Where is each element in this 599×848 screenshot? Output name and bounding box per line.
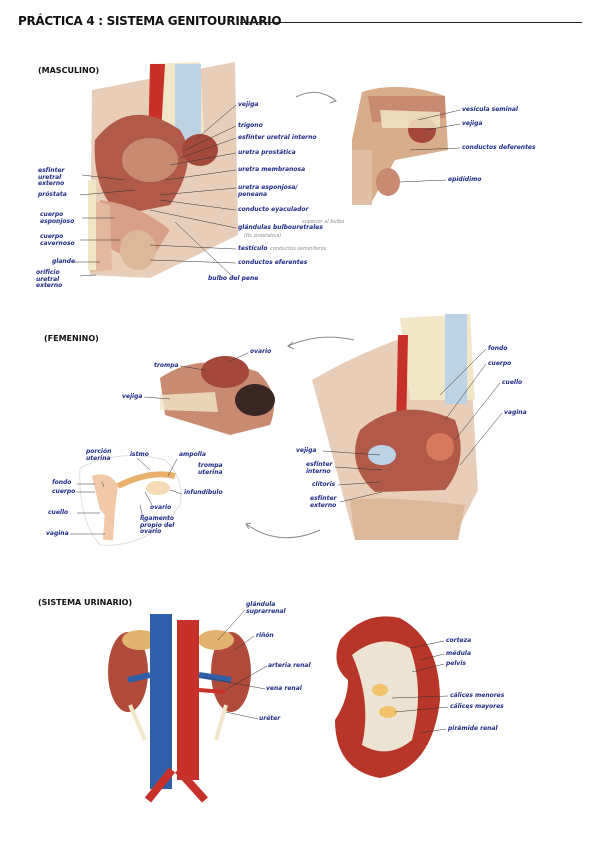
- label-bulbo-pene: bulbo del pene: [208, 275, 259, 282]
- label-uretra-esponjosa: uretra esponjosa/ peneana: [238, 184, 298, 198]
- label-vejiga: vejiga: [238, 101, 259, 108]
- label-cuerpo: cuerpo: [488, 360, 512, 367]
- label-ovario-small: ovario: [250, 348, 272, 355]
- kidneys-vessels-model: [108, 614, 251, 803]
- label-uretra-prostatica: uretra prostática: [238, 149, 296, 156]
- label-epididimo: epidídimo: [448, 176, 482, 183]
- label-glande: glande: [52, 258, 76, 265]
- label-prostata: próstata: [38, 191, 67, 198]
- section-urinary-heading: (SISTEMA URINARIO): [38, 598, 133, 607]
- label-vejiga-detail: vejiga: [462, 120, 483, 127]
- note-glandulas-sub: (tb. prostatica): [244, 233, 282, 239]
- page-title: PRÁCTICA 4 : SISTEMA GENITOURINARIO: [18, 14, 282, 28]
- label-cuerpo-cavernoso: cuerpo cavernoso: [40, 233, 75, 247]
- note-conductos-seminiferos: conductos seminíferos: [270, 246, 327, 252]
- label-ampolla: ampolla: [179, 451, 206, 458]
- note-superior-bulbo: superior al bulbo: [302, 219, 345, 225]
- label-glandula-suprarrenal: glándula suprarrenal: [246, 601, 286, 615]
- label-trompa-uterina: trompa uterina: [198, 462, 223, 476]
- label-ovario-diagram: ovario: [150, 504, 172, 511]
- label-vejiga-small: vejiga: [122, 393, 143, 400]
- label-trompa: trompa: [154, 362, 179, 369]
- title-underline: [240, 22, 582, 23]
- label-conductos-eferentes: conductos eferentes: [238, 259, 308, 266]
- label-testiculo: testículo: [238, 245, 268, 252]
- label-ureter: uréter: [259, 715, 281, 722]
- label-uretra-membranosa: uretra membranosa: [238, 166, 306, 173]
- label-vagina: vagina: [504, 409, 527, 416]
- label-esfinter-uretral-interno: esfínter uretral interno: [238, 134, 317, 141]
- label-conducto-eyaculador: conducto eyaculador: [238, 206, 309, 213]
- label-rinon: riñón: [256, 632, 274, 639]
- label-trigono: trígono: [238, 122, 263, 129]
- label-corteza: corteza: [446, 637, 472, 644]
- label-cuerpo-diagram: cuerpo: [52, 488, 76, 495]
- male-sagittal-model: [88, 62, 238, 278]
- label-porcion-uterina: porción uterina: [86, 448, 112, 462]
- label-calices-mayores: cálices mayores: [450, 703, 504, 710]
- section-female-heading: (FEMENINO): [44, 334, 99, 343]
- label-cuerpo-esponjoso: cuerpo esponjoso: [40, 211, 75, 225]
- label-fondo-diagram: fondo: [52, 479, 72, 486]
- label-esfinter-externo: esfínter externo: [310, 495, 337, 509]
- label-calices-menores: cálices menores: [450, 692, 505, 699]
- male-detail-model: [352, 86, 448, 205]
- label-esfinter-interno: esfínter interno: [306, 461, 333, 475]
- label-conductos-deferentes: conductos deferentes: [462, 144, 536, 151]
- label-vesicula-seminal: vesícula seminal: [462, 106, 518, 113]
- label-fondo: fondo: [488, 345, 508, 352]
- label-vejiga-female: vejiga: [296, 447, 317, 454]
- label-pelvis: pelvis: [446, 660, 466, 667]
- label-cuello-diagram: cuello: [48, 509, 69, 516]
- label-infundibulo: infundíbulo: [184, 489, 223, 496]
- section-male-heading: (MASCULINO): [38, 66, 100, 75]
- label-arteria-renal: arteria renal: [268, 662, 311, 669]
- label-piramide-renal: pirámide renal: [448, 725, 498, 732]
- kidney-section-model: [335, 616, 440, 778]
- label-vagina-diagram: vagina: [46, 530, 69, 537]
- label-medula: médula: [446, 650, 471, 657]
- label-ligamento-propio: ligamento propio del ovario: [140, 515, 175, 535]
- label-glandulas-bulbouretrales: glándulas bulbouretrales: [238, 224, 323, 231]
- label-orificio-uretral-externo: orificio uretral externo: [36, 269, 63, 289]
- label-clitoris: clítoris: [312, 481, 336, 488]
- label-istmo: istmo: [130, 451, 149, 458]
- label-cuello: cuello: [502, 379, 523, 386]
- label-vena-renal: vena renal: [266, 685, 302, 692]
- label-esfinter-uretral-externo: esfínter uretral externo: [38, 167, 65, 187]
